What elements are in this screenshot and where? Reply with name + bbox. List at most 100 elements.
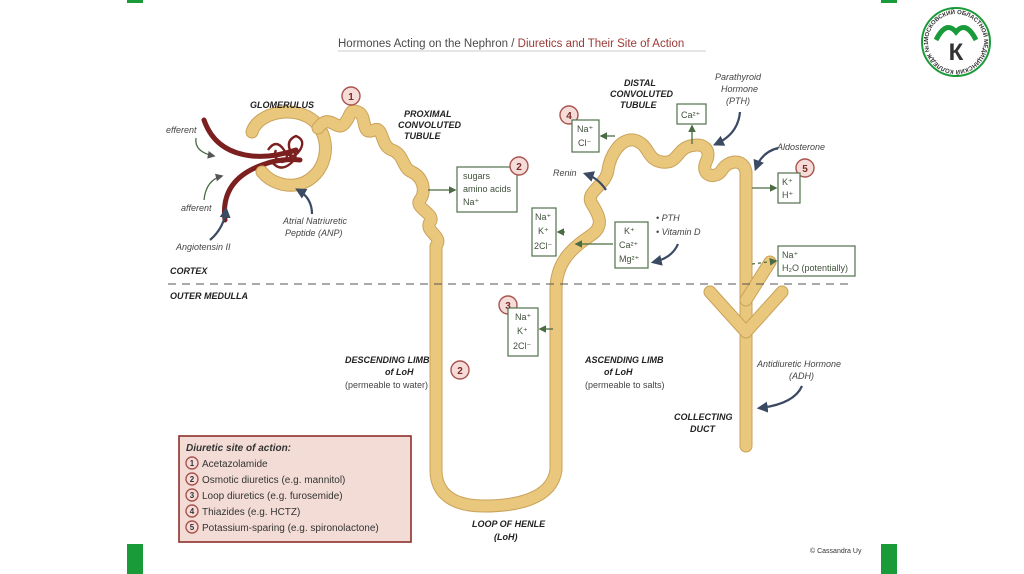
kh-box-h: H⁺ [782,190,793,200]
legend-item-2: 2 Osmotic diuretics (e.g. mannitol) [185,472,345,486]
renin-arrow [582,171,607,191]
legend-item-2-text: Osmotic diuretics (e.g. mannitol) [202,475,345,486]
legend-item-1: 1 Acetazolamide [185,456,268,470]
na-h2o-box [777,245,856,277]
accent-bar-bottom-left [127,544,143,574]
svg-text:5: 5 [190,523,195,532]
angiotensin-label: Angiotensin II [175,242,231,252]
loop-label-line2: (LoH) [494,532,518,542]
pct-box-na: Na⁺ [463,197,480,207]
angiotensin-arrow [209,206,231,241]
accent-bar-top-right [881,0,897,3]
desc-limb-label-line1: DESCENDING LIMB [345,355,430,365]
anp-label-line2: Peptide (ANP) [285,228,343,238]
marker-5-number: 5 [802,164,808,175]
ca-box [676,103,707,125]
legend-item-3-text: Loop diuretics (e.g. furosemide) [202,491,343,502]
anp-label-line1: Atrial Natriuretic [282,216,348,226]
loop-box-2cl: 2Cl⁻ [513,341,532,351]
asc-limb-label-line1: ASCENDING LIMB [584,355,664,365]
svg-text:1: 1 [190,459,195,468]
college-logo: МОСКОВСКИЙ ОБЛАСТНОЙ МЕДИЦИНСКИЙ КОЛЛЕДЖ… [921,7,991,77]
legend-title: Diuretic site of action: [186,443,291,454]
glomerulus-vessels [201,117,304,223]
adh-label-line1: Antidiuretic Hormone [756,359,841,369]
svg-text:2: 2 [190,475,195,484]
marker-4-number: 4 [566,111,572,122]
aldosterone-label: Aldosterone [776,142,825,152]
loop-box-na: Na⁺ [515,312,532,322]
marker-2a-number: 2 [516,162,522,173]
collecting-duct-label-line1: COLLECTING [674,412,733,422]
marker-1-number: 1 [348,92,354,103]
asc-box-k2: K⁺ [624,226,635,236]
asc-box-mg: Mg²⁺ [619,254,639,264]
svg-text:4: 4 [190,507,195,516]
pct-reabsorption-box [456,166,518,213]
na-h2o-box-na: Na⁺ [782,250,799,260]
collecting-duct-label-line2: DUCT [690,424,716,434]
asc-nak2cl-box [531,207,557,257]
outer-medulla-label: OUTER MEDULLA [170,291,248,301]
na-h2o-box-h2o: H₂O (potentially) [782,263,848,273]
loop-box-k: K⁺ [517,326,528,336]
logo-letter: К [949,39,964,66]
accent-bar-top-left [127,0,143,3]
marker-2b-number: 2 [457,366,463,377]
ca-box-text: Ca²⁺ [681,110,701,120]
na-h2o-arrow [751,257,778,266]
dct-box-cl: Cl⁻ [578,138,591,148]
afferent-label: afferent [181,203,212,213]
legend-item-5-text: Potassium-sparing (e.g. spironolactone) [202,523,379,534]
nephron-tubule [245,104,789,513]
pth-bullet-label: • PTH [656,213,680,223]
legend-item-1-text: Acetazolamide [202,459,268,470]
kh-box [777,172,801,204]
marker-2b [450,360,470,380]
legend-item-5: 5 Potassium-sparing (e.g. spironolactone… [185,520,379,534]
efferent-label: efferent [166,125,197,135]
page-title: Hormones Acting on the Nephron / Diureti… [338,38,684,50]
pct-label-line3: TUBULE [404,131,441,141]
diuretic-legend: Diuretic site of action: 1 Acetazolamide… [178,435,412,543]
desc-limb-label-line2: of LoH [385,367,414,377]
kh-box-k: K⁺ [782,177,793,187]
loop-label-line1: LOOP OF HENLE [472,519,546,529]
asc-box-2cl: 2Cl⁻ [534,241,553,251]
asc-limb-label-line2: of LoH [604,367,633,377]
pct-box-amino-acids: amino acids [463,184,512,194]
asc-limb-label-line3: (permeable to salts) [585,380,665,390]
desc-limb-label-line3: (permeable to water) [345,380,428,390]
pth-label-line1: Parathyroid [715,72,762,82]
pct-box-sugars: sugars [463,171,491,181]
marker-2a [509,156,529,176]
pth-vitd-arrow [650,243,680,266]
legend-item-4-text: Thiazides (e.g. HCTZ) [202,507,300,518]
accent-bar-bottom-right [881,544,897,574]
renin-label: Renin [553,168,577,178]
pth-label-line3: (PTH) [726,96,750,106]
dct-label-line1: DISTAL [624,78,656,88]
adh-label-line2: (ADH) [789,371,814,381]
vitamin-d-bullet-label: • Vitamin D [656,227,701,237]
legend-item-4: 4 Thiazides (e.g. HCTZ) [185,504,300,518]
anp-arrow [295,188,314,215]
dct-box-na: Na⁺ [577,124,594,134]
asc-kcamg-box [614,221,649,269]
efferent-arrow [195,137,216,159]
legend-item-3: 3 Loop diuretics (e.g. furosemide) [185,488,343,502]
pth-arrow [712,111,742,146]
svg-text:3: 3 [190,491,195,500]
pct-label-line1: PROXIMAL [404,109,452,119]
cortex-label: CORTEX [170,266,208,276]
glomerulus-label: GLOMERULUS [250,100,314,110]
dct-label-line3: TUBULE [620,100,657,110]
pct-label-line2: CONVOLUTED [398,120,462,130]
marker-1 [341,86,361,106]
aldosterone-arrow [753,146,779,172]
copyright-text: © Cassandra Uy [810,547,862,555]
loop-nak2cl-box [507,307,539,357]
pth-label-line2: Hormone [721,84,758,94]
